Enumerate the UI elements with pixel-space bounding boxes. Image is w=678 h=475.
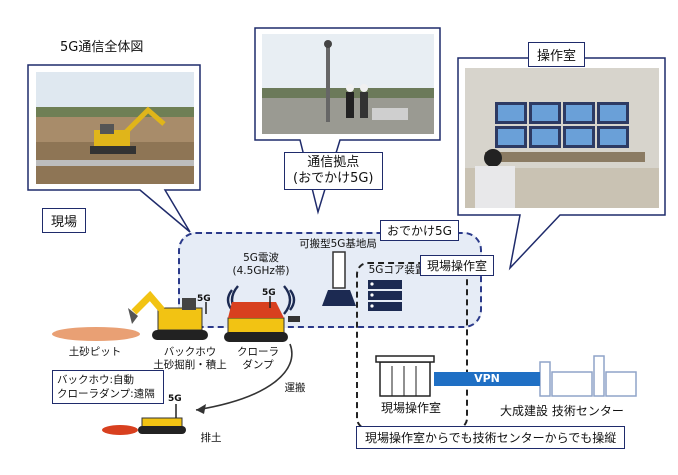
base-station-icon	[332, 251, 346, 289]
drone-icon	[288, 316, 300, 322]
transport-arrow	[195, 343, 293, 411]
site-control-room-label: 現場操作室	[380, 401, 441, 415]
operation-mode-box: バックホウ:自動 クローラダンプ:遠隔	[52, 370, 164, 404]
hub-label: 通信拠点 (おでかけ5G)	[284, 152, 383, 190]
transport-label: 運搬	[284, 382, 306, 394]
backhoe-5g-badge: 5G	[197, 294, 211, 304]
soil-pit-icon	[52, 327, 140, 341]
crawler-5g-badge: 5G	[262, 288, 276, 298]
odekake-5g-tag: おでかけ5G	[380, 220, 459, 241]
crawler-dump-icon	[224, 302, 288, 342]
core-device-label: 5Gコア装置	[368, 264, 426, 276]
bottom-note: 現場操作室からでも技術センターからでも操縦	[356, 426, 626, 449]
site-photo	[36, 72, 194, 184]
site-control-tag: 現場操作室	[420, 255, 495, 276]
base-station-base-icon	[322, 290, 356, 306]
control-room-photo	[465, 68, 659, 208]
base-station-label: 可搬型5G基地局	[299, 238, 377, 250]
soil-pit-label: 土砂ピット	[68, 346, 122, 358]
hub-photo	[262, 34, 434, 134]
dump-soil-icon	[102, 425, 138, 435]
dump-crawler-icon	[138, 404, 186, 434]
control-room-label: 操作室	[528, 42, 586, 67]
dump-5g-badge: 5G	[168, 394, 182, 404]
radio-label: 5G電波 (4.5GHz帯)	[232, 252, 290, 277]
crawler-label: クローラ ダンプ	[237, 346, 279, 371]
5g-coverage-zone	[178, 232, 482, 328]
tech-center-label: 大成建設 技術センター	[500, 404, 624, 418]
diagram-title: 5G通信全体図	[60, 40, 144, 55]
site-control-building-icon	[375, 355, 435, 397]
vpn-link: VPN	[434, 372, 540, 386]
backhoe-label: バックホウ 土砂掘削・積上	[153, 346, 227, 371]
core-server-icon	[368, 280, 402, 311]
dump-label: 排土	[200, 432, 222, 444]
tech-center-building-icon	[539, 355, 637, 397]
site-label: 現場	[42, 208, 87, 233]
backhoe-icon	[128, 290, 208, 340]
